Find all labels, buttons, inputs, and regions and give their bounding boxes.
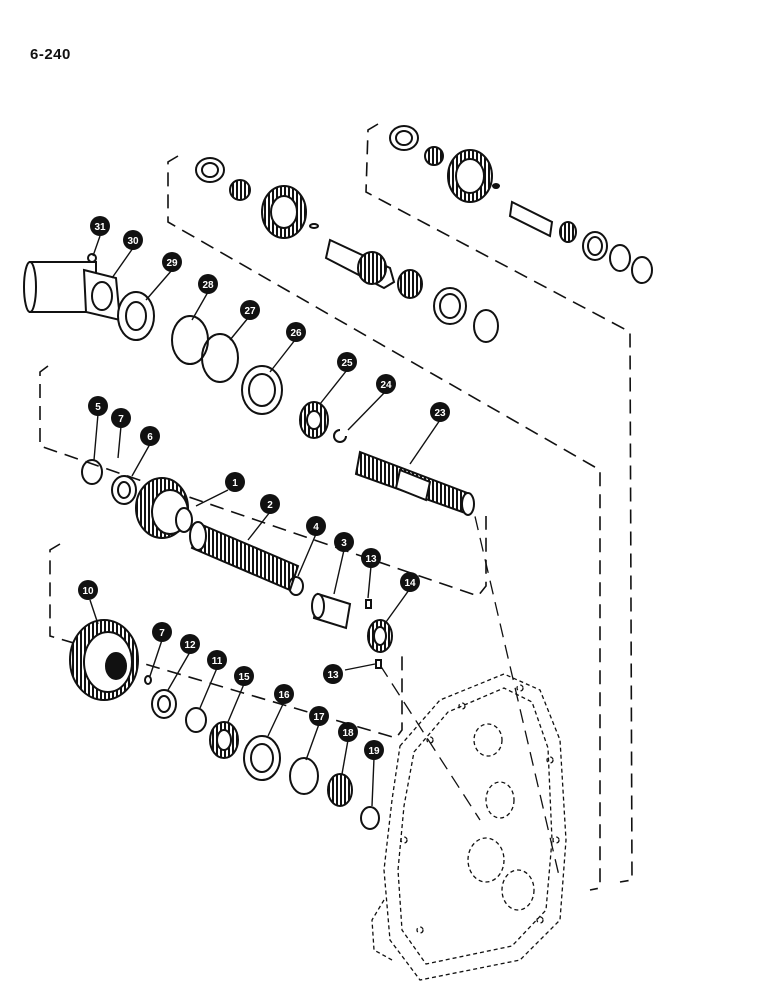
svg-text:3: 3 [341,538,347,549]
clip-24 [333,429,347,443]
svg-text:11: 11 [212,656,223,667]
callout-15: 15 [234,666,254,686]
svg-text:24: 24 [380,380,392,391]
ring-19 [360,806,380,830]
svg-text:10: 10 [82,586,94,597]
svg-text:25: 25 [341,358,353,369]
callout-11: 11 [207,650,227,670]
callout-13-lower: 13 [323,664,343,684]
callout-5: 5 [88,396,108,416]
svg-text:12: 12 [184,640,196,651]
callout-12: 12 [180,634,200,654]
svg-text:17: 17 [313,712,325,723]
svg-text:13: 13 [365,554,377,565]
roller-bearing [559,221,577,243]
key [309,223,319,229]
callout-25: 25 [337,352,357,372]
group-outline-main-shaft [39,365,487,597]
svg-text:27: 27 [244,306,256,317]
svg-text:29: 29 [166,258,178,269]
callout-23: 23 [430,402,450,422]
lower-gear-group [69,619,380,830]
spring-18 [327,773,353,807]
snap-ring [473,309,499,343]
svg-text:7: 7 [118,414,124,425]
transmission-housing [371,673,567,981]
callout-7-lower: 7 [152,622,172,642]
callout-24: 24 [376,374,396,394]
callout-18: 18 [338,722,358,742]
pin-13b [375,659,382,669]
pin-13 [365,599,372,609]
shaft-2 [190,522,300,592]
callout-31: 31 [90,216,110,236]
callout-14: 14 [400,572,420,592]
svg-text:14: 14 [404,578,416,589]
svg-text:4: 4 [313,522,319,533]
svg-text:15: 15 [238,672,250,683]
roller-bearing [229,179,251,201]
callout-17: 17 [309,706,329,726]
callout-28: 28 [198,274,218,294]
svg-text:16: 16 [278,690,290,701]
callout-7: 7 [111,408,131,428]
callout-6: 6 [140,426,160,446]
output-housing-parts [23,253,347,443]
callout-2: 2 [260,494,280,514]
roller-bearing [424,146,444,166]
svg-text:5: 5 [95,402,101,413]
top-right-shaft-group [389,125,653,284]
callout-30: 30 [123,230,143,250]
svg-text:19: 19 [368,746,380,757]
svg-text:28: 28 [202,280,214,291]
snap-ring [609,244,631,272]
ball-7 [144,675,152,685]
main-shaft-group [81,459,393,669]
page-number: 6-240 [30,46,71,63]
snap-ring-5 [81,459,103,485]
shaft-23 [354,450,475,516]
callout-1: 1 [225,472,245,492]
callout-16: 16 [274,684,294,704]
group-outline-top-middle [167,155,601,891]
svg-text:13: 13 [327,670,339,681]
key [492,183,500,189]
svg-text:18: 18 [342,728,354,739]
svg-text:26: 26 [290,328,302,339]
snap-ring [631,256,653,284]
bolt-31 [87,253,97,263]
callout-10: 10 [78,580,98,600]
svg-text:2: 2 [267,500,273,511]
snap-ring-17 [289,757,319,795]
callout-19: 19 [364,740,384,760]
svg-text:7: 7 [159,628,165,639]
svg-text:30: 30 [127,236,139,247]
top-middle-shaft-group [195,157,499,343]
callout-4: 4 [306,516,326,536]
callout-27: 27 [240,300,260,320]
svg-text:6: 6 [147,432,153,443]
callout-13: 13 [361,548,381,568]
callout-29: 29 [162,252,182,272]
shaft [508,200,554,238]
svg-text:23: 23 [434,408,446,419]
o-ring-4 [288,576,304,596]
svg-text:31: 31 [94,222,106,233]
group-outline-top-right [365,123,633,883]
callouts: 31 30 29 28 27 26 25 24 23 5 7 6 1 2 4 3… [78,216,450,760]
roller-bearing [397,269,423,299]
callout-3: 3 [334,532,354,552]
snap-ring-27 [201,333,239,383]
snap-ring-11 [185,707,207,733]
callout-26: 26 [286,322,306,342]
leader-lines [89,235,441,807]
svg-text:1: 1 [232,478,238,489]
group-outline-lower-gear [49,543,403,739]
